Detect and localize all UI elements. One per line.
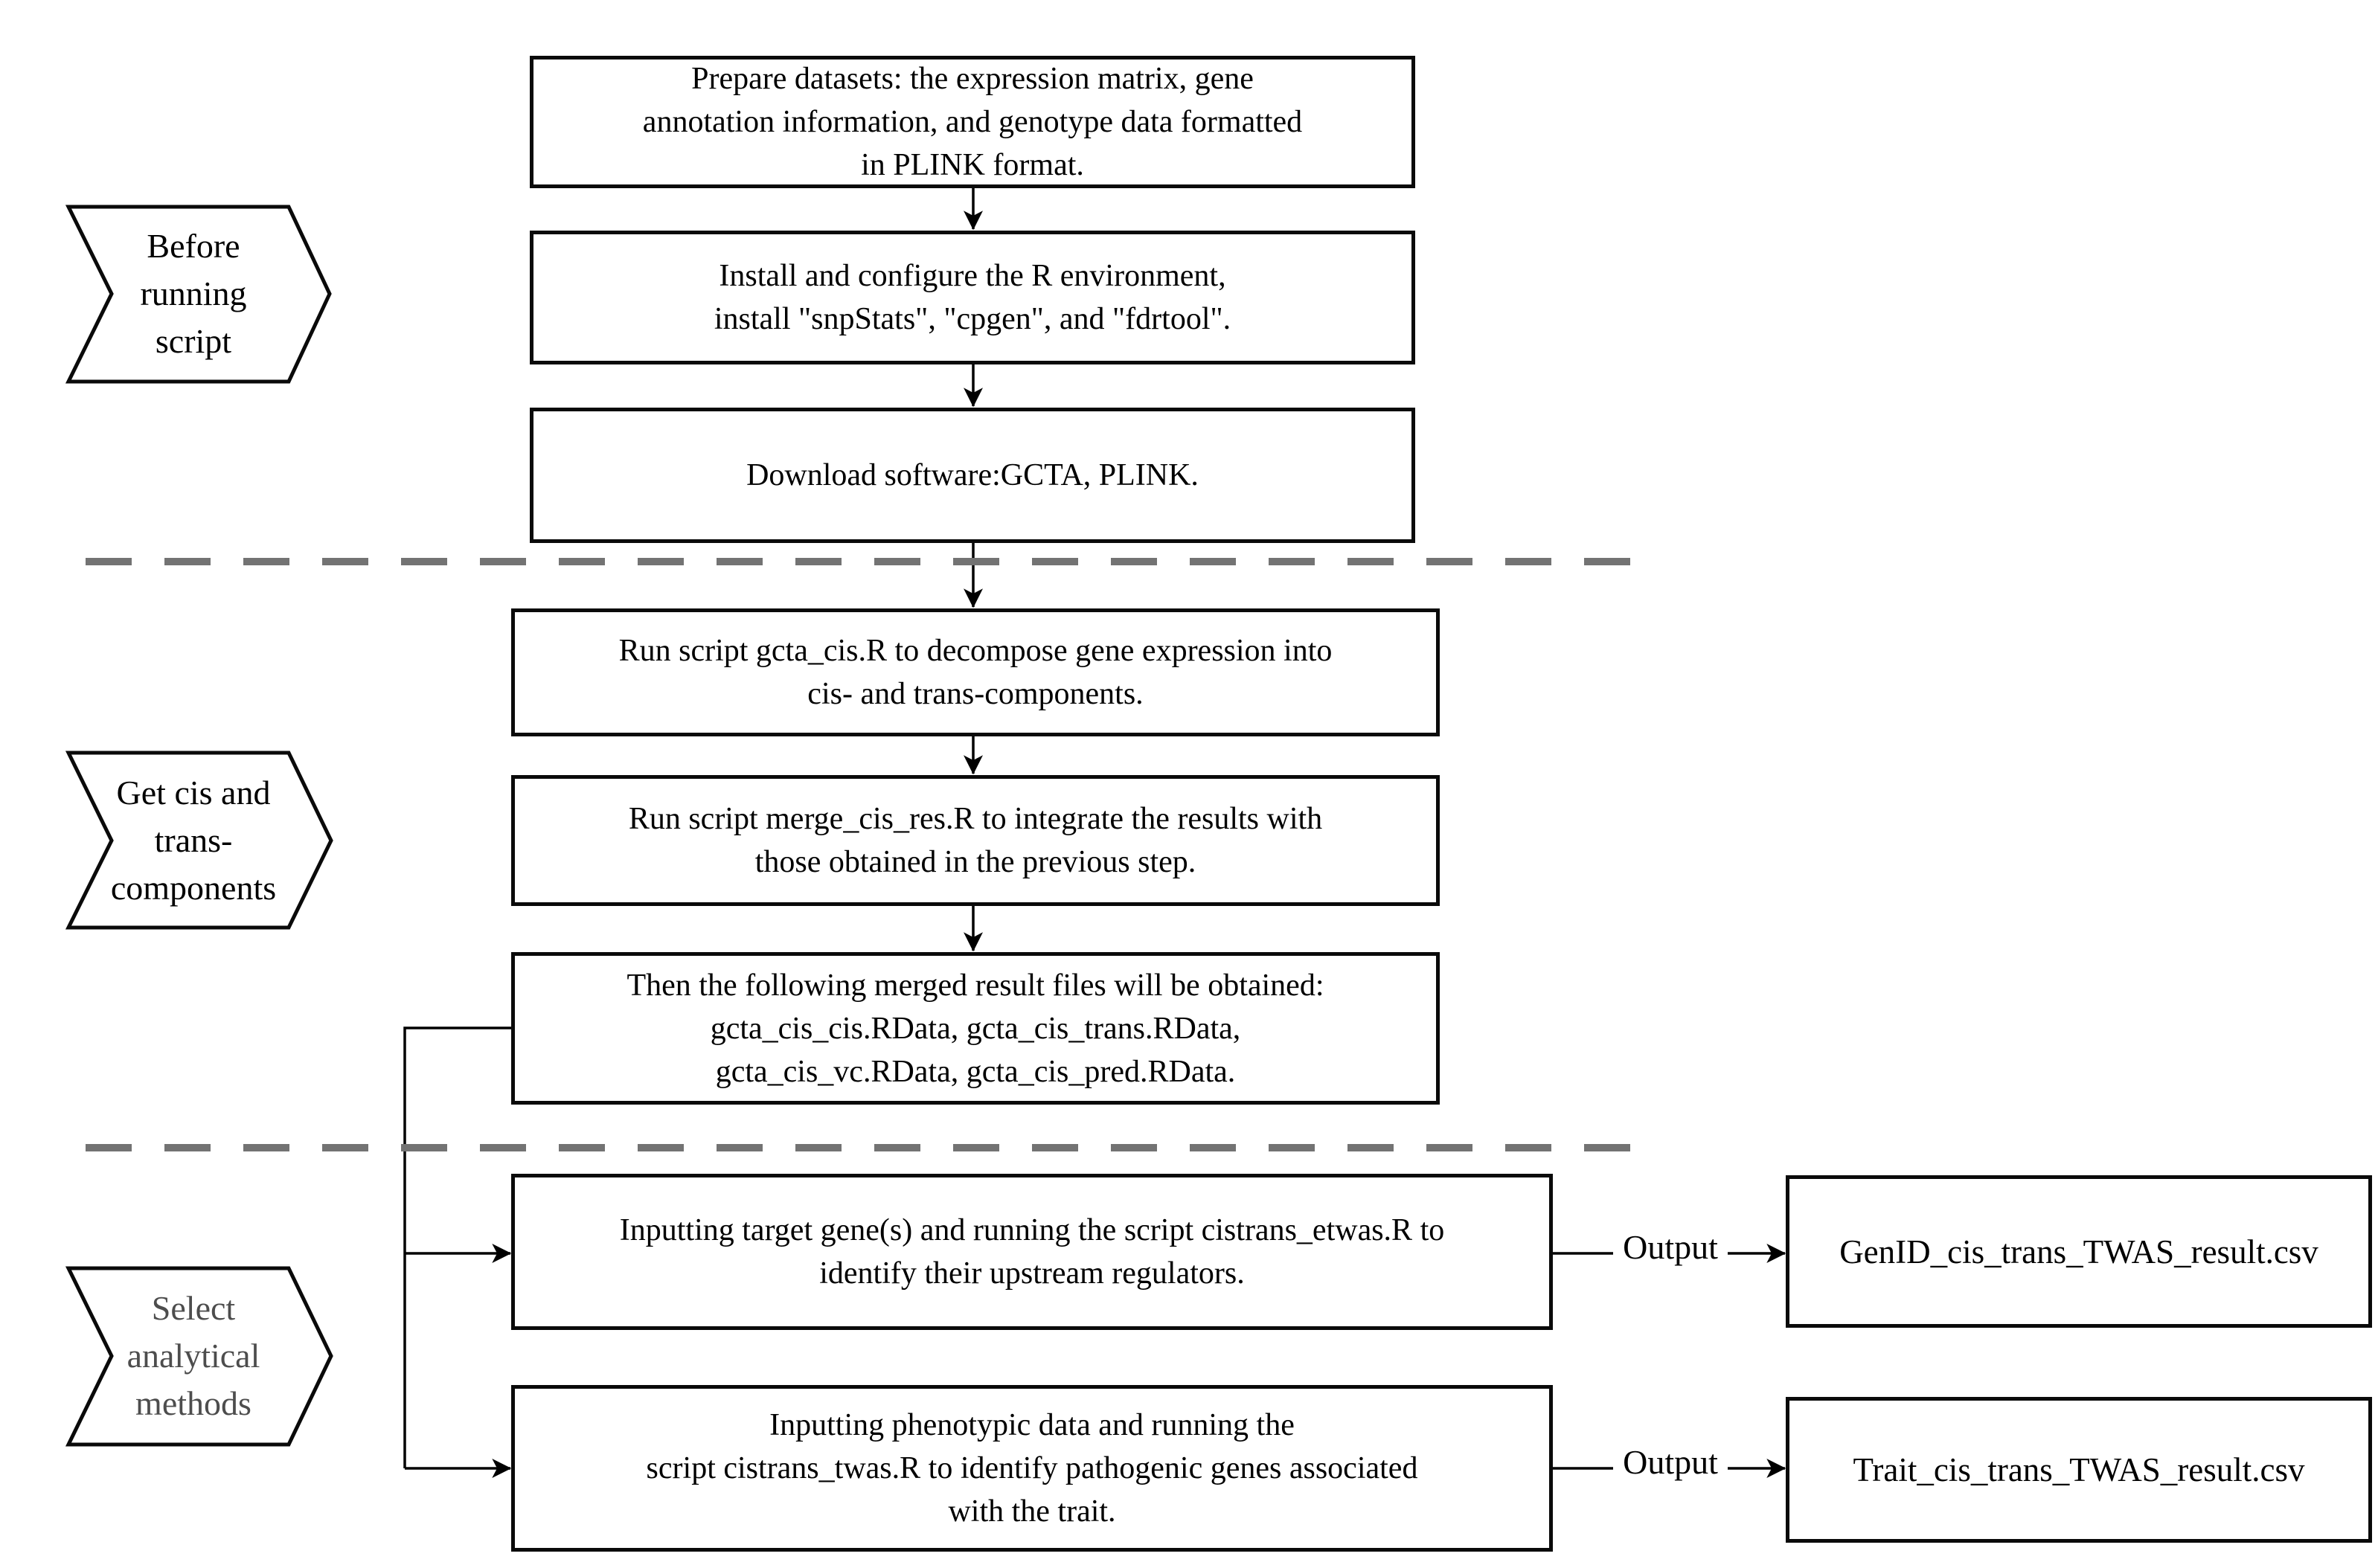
output-label-2: Output	[1623, 1442, 1718, 1481]
stage-label-select-methods: Select analytical methods	[78, 1285, 309, 1427]
output-label-1: Output	[1623, 1227, 1718, 1266]
step-text-line: gcta_cis_vc.RData, gcta_cis_pred.RData.	[715, 1054, 1236, 1089]
step-box-run-merge-cis-res: Run script merge_cis_res.R to integrate …	[511, 775, 1440, 906]
stage-chevron-get-cis-trans	[65, 751, 333, 930]
stage-chevron-select-methods	[65, 1266, 333, 1447]
stage-label-line: analytical	[126, 1337, 260, 1375]
step-text-line: Inputting target gene(s) and running the…	[619, 1213, 1445, 1247]
step-box-merged-result-files: Then the following merged result files w…	[511, 952, 1440, 1105]
step-text-line: script cistrans_twas.R to identify patho…	[646, 1451, 1418, 1485]
step-box-run-gcta-cis: Run script gcta_cis.R to decompose gene …	[511, 608, 1440, 736]
stage-label-line: Select	[151, 1289, 236, 1327]
step-text-line: Inputting phenotypic data and running th…	[769, 1408, 1295, 1442]
step-text-line: Run script gcta_cis.R to decompose gene …	[618, 634, 1333, 668]
step-text-line: with the trait.	[948, 1494, 1116, 1529]
step-box-install-r-environment: Install and configure the R environment,…	[530, 231, 1415, 364]
stage-label-line: components	[110, 869, 277, 907]
stage-label-line: methods	[135, 1384, 251, 1422]
output-box-trait-result: Trait_cis_trans_TWAS_result.csv	[1786, 1397, 2372, 1543]
stage-label-line: Before	[147, 227, 240, 265]
step-text-line: identify their upstream regulators.	[819, 1256, 1245, 1291]
stage-label-line: running	[140, 274, 247, 312]
branch-connector	[403, 1026, 511, 1468]
step-text-line: cis- and trans-components.	[807, 677, 1144, 711]
output-file-name: Trait_cis_trans_TWAS_result.csv	[1853, 1451, 2305, 1488]
step-text-line: those obtained in the previous step.	[754, 845, 1196, 879]
step-box-prepare-datasets: Prepare datasets: the expression matrix,…	[530, 56, 1415, 188]
step-box-cistrans-etwas: Inputting target gene(s) and running the…	[511, 1174, 1553, 1330]
stage-label-get-cis-trans: Get cis and trans- components	[78, 770, 309, 911]
step-box-cistrans-twas: Inputting phenotypic data and running th…	[511, 1385, 1553, 1552]
step-text-line: annotation information, and genotype dat…	[642, 105, 1303, 139]
step-text-line: in PLINK format.	[861, 148, 1084, 182]
step-text-line: Then the following merged result files w…	[626, 968, 1324, 1003]
output-box-genid-result: GenID_cis_trans_TWAS_result.csv	[1786, 1175, 2372, 1328]
stage-label-before-running-script: Before running script	[89, 223, 298, 364]
stage-label-line: trans-	[154, 821, 233, 859]
step-box-download-software: Download software:GCTA, PLINK.	[530, 408, 1415, 543]
step-text-line: gcta_cis_cis.RData, gcta_cis_trans.RData…	[710, 1011, 1241, 1046]
step-text-line: Download software:GCTA, PLINK.	[746, 458, 1199, 492]
step-text-line: Prepare datasets: the expression matrix,…	[691, 62, 1254, 96]
output-file-name: GenID_cis_trans_TWAS_result.csv	[1839, 1233, 2318, 1270]
stage-label-line: script	[155, 322, 232, 360]
step-text-line: Install and configure the R environment,	[719, 259, 1226, 293]
stage-label-line: Get cis and	[116, 774, 271, 812]
stage-chevron-before-running-script	[65, 205, 332, 384]
step-text-line: Run script merge_cis_res.R to integrate …	[628, 802, 1323, 836]
step-text-line: install "snpStats", "cpgen", and "fdrtoo…	[714, 302, 1231, 336]
